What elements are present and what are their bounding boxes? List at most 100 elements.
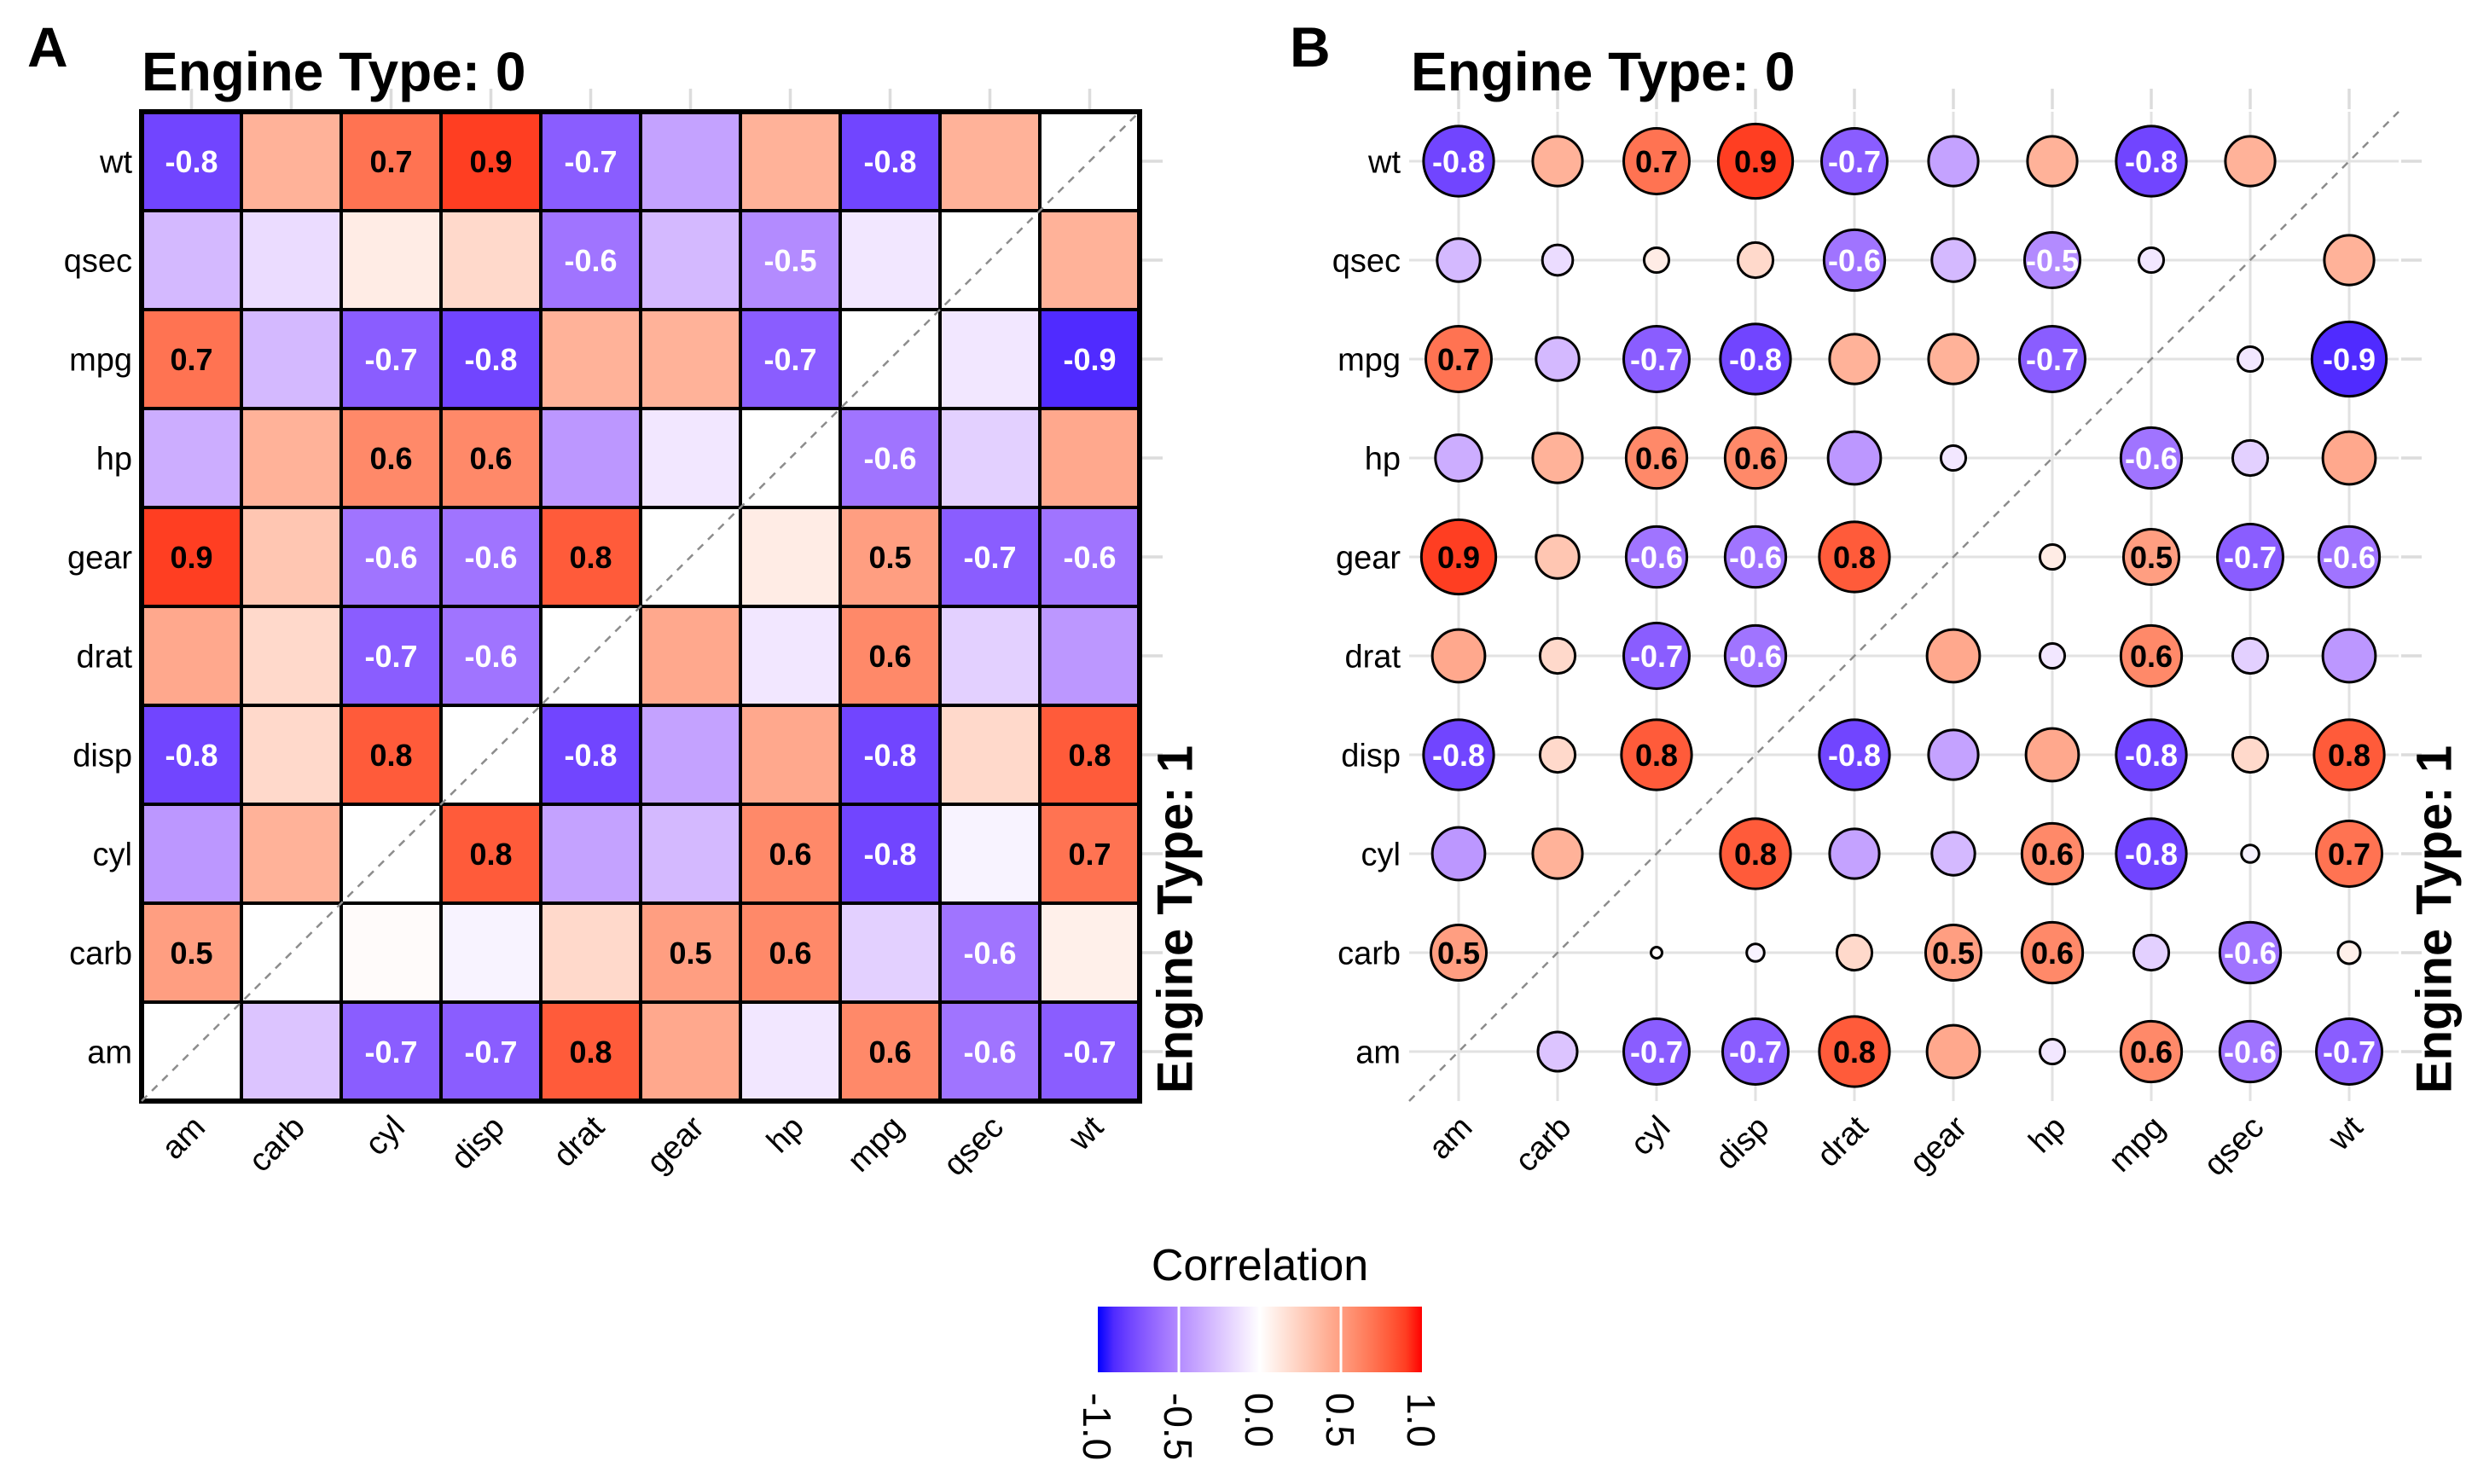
cell-value-label: -0.7 (2224, 540, 2277, 575)
y-axis-label-gear: gear (1336, 540, 1401, 576)
bubble-am-hp (2038, 1037, 2067, 1066)
cell-value-label: 0.7 (2328, 837, 2370, 872)
x-axis-label-wt: wt (1062, 1109, 1111, 1158)
x-axis-label-disp: disp (1709, 1110, 1776, 1177)
cell-value-label: -0.6 (1729, 639, 1782, 674)
matrix-cell-disp-hp (739, 704, 842, 806)
bubble-drat-gear (1925, 628, 1982, 684)
cell-value-label: 0.8 (1833, 540, 1876, 575)
bubble-carb-cyl (1649, 945, 1664, 960)
bubble-mpg-drat (1828, 333, 1881, 385)
cell-value-label: 0.6 (2031, 936, 2074, 971)
bubble-drat-wt (2321, 628, 2377, 684)
cell-value-label: -0.8 (1729, 342, 1782, 377)
cell-value-label: -0.6 (2323, 540, 2376, 575)
cell-value-label: 0.6 (1635, 441, 1678, 476)
y-axis-label-gear: gear (67, 540, 132, 576)
y-axis-label-qsec: qsec (64, 243, 132, 279)
y-axis-label-hp: hp (1365, 441, 1401, 477)
bubble-am-cyl (1622, 1017, 1691, 1086)
bubble-gear-hp (2038, 542, 2067, 571)
bubble-hp-cyl (1624, 426, 1689, 490)
panel-b-tag: B (1290, 15, 1331, 78)
cell-value-label: -0.7 (1828, 144, 1881, 179)
y-axis-label-hp: hp (96, 441, 132, 477)
cell-value-label: -0.6 (2224, 936, 2277, 971)
matrix-cell-wt-mpg (839, 110, 942, 212)
y-axis-label-disp: disp (1341, 738, 1401, 774)
cell-value-label: -0.5 (763, 243, 816, 278)
legend-tick-label: -1.0 (1075, 1393, 1119, 1460)
bubble-am-drat (1818, 1015, 1891, 1088)
cell-value-label: -0.8 (863, 837, 916, 872)
bubble-disp-qsec (2231, 735, 2270, 774)
bubble-disp-cyl (1620, 718, 1693, 791)
matrix-cell-hp-disp (439, 407, 543, 509)
bubble-drat-am (1430, 628, 1487, 684)
bubble-mpg-cyl (1622, 325, 1691, 393)
matrix-cell-hp-am (140, 407, 243, 509)
panel-a-title: Engine Type: 0 (142, 41, 526, 102)
cell-value-label: 0.6 (868, 1035, 911, 1070)
matrix-cell-cyl-qsec (938, 803, 1042, 905)
x-axis-label-hp: hp (760, 1110, 811, 1161)
matrix-cell-qsec-wt (1038, 209, 1141, 311)
matrix-cell-hp-qsec (938, 407, 1042, 509)
matrix-cell-hp-drat (539, 407, 642, 509)
matrix-cell-cyl-wt (1038, 803, 1141, 905)
bubble-mpg-qsec (2236, 345, 2265, 374)
matrix-cell-qsec-disp (439, 209, 543, 311)
matrix-cell-cyl-am (140, 803, 243, 905)
bubble-cyl-hp (2020, 821, 2085, 886)
matrix-cell-mpg-hp (739, 308, 842, 410)
x-axis-label-hp: hp (2022, 1110, 2074, 1161)
matrix-cell-am-qsec (938, 1000, 1042, 1103)
bubble-qsec-disp (1736, 241, 1775, 280)
cell-value-label: 0.7 (170, 342, 212, 377)
cell-value-label: 0.6 (769, 936, 811, 971)
cell-value-label: 0.7 (1068, 837, 1111, 872)
x-axis-label-wt: wt (2321, 1109, 2370, 1158)
panel-a-tag: A (27, 15, 68, 78)
bubble-carb-drat (1835, 933, 1874, 972)
matrix-cell-drat-carb (240, 605, 343, 707)
matrix-cell-am-carb (240, 1000, 343, 1103)
bubble-carb-gear (1924, 923, 1983, 983)
cell-value-label: -0.6 (2125, 441, 2178, 476)
bubble-mpg-carb (1535, 336, 1581, 382)
matrix-cell-drat-cyl (339, 605, 443, 707)
matrix-cell-drat-am (140, 605, 243, 707)
x-axis-label-mpg: mpg (841, 1110, 911, 1180)
cell-value-label: -0.8 (165, 738, 218, 773)
bubble-am-qsec (2218, 1019, 2283, 1084)
bubble-wt-qsec (2224, 135, 2277, 188)
bubble-wt-disp (1716, 122, 1795, 200)
x-axis-label-am: am (1422, 1110, 1479, 1167)
bubble-drat-disp (1723, 623, 1788, 688)
matrix-cell-mpg-gear (639, 308, 742, 410)
x-axis-label-disp: disp (444, 1110, 512, 1177)
cell-value-label: -0.9 (2323, 342, 2376, 377)
cell-value-label: 0.8 (469, 837, 512, 872)
bubble-hp-disp (1723, 426, 1788, 490)
x-axis-label-cyl: cyl (1624, 1110, 1678, 1163)
cell-value-label: -0.7 (564, 144, 617, 179)
bubble-mpg-hp (2018, 325, 2086, 393)
cell-value-label: 0.8 (1833, 1035, 1876, 1070)
cell-value-label: 0.5 (669, 936, 711, 971)
cell-value-label: -0.6 (364, 540, 417, 575)
cell-value-label: -0.7 (963, 540, 1016, 575)
cell-value-label: -0.6 (963, 936, 1016, 971)
cell-value-label: -0.8 (2125, 837, 2178, 872)
cell-value-label: 0.6 (2130, 1035, 2173, 1070)
panel-a-border (139, 109, 1142, 1104)
bubble-cyl-drat (1828, 827, 1881, 880)
bubble-gear-am (1419, 518, 1498, 596)
matrix-cell-qsec-carb (240, 209, 343, 311)
x-axis-label-carb: carb (242, 1110, 312, 1180)
bubble-qsec-wt (2323, 234, 2376, 287)
